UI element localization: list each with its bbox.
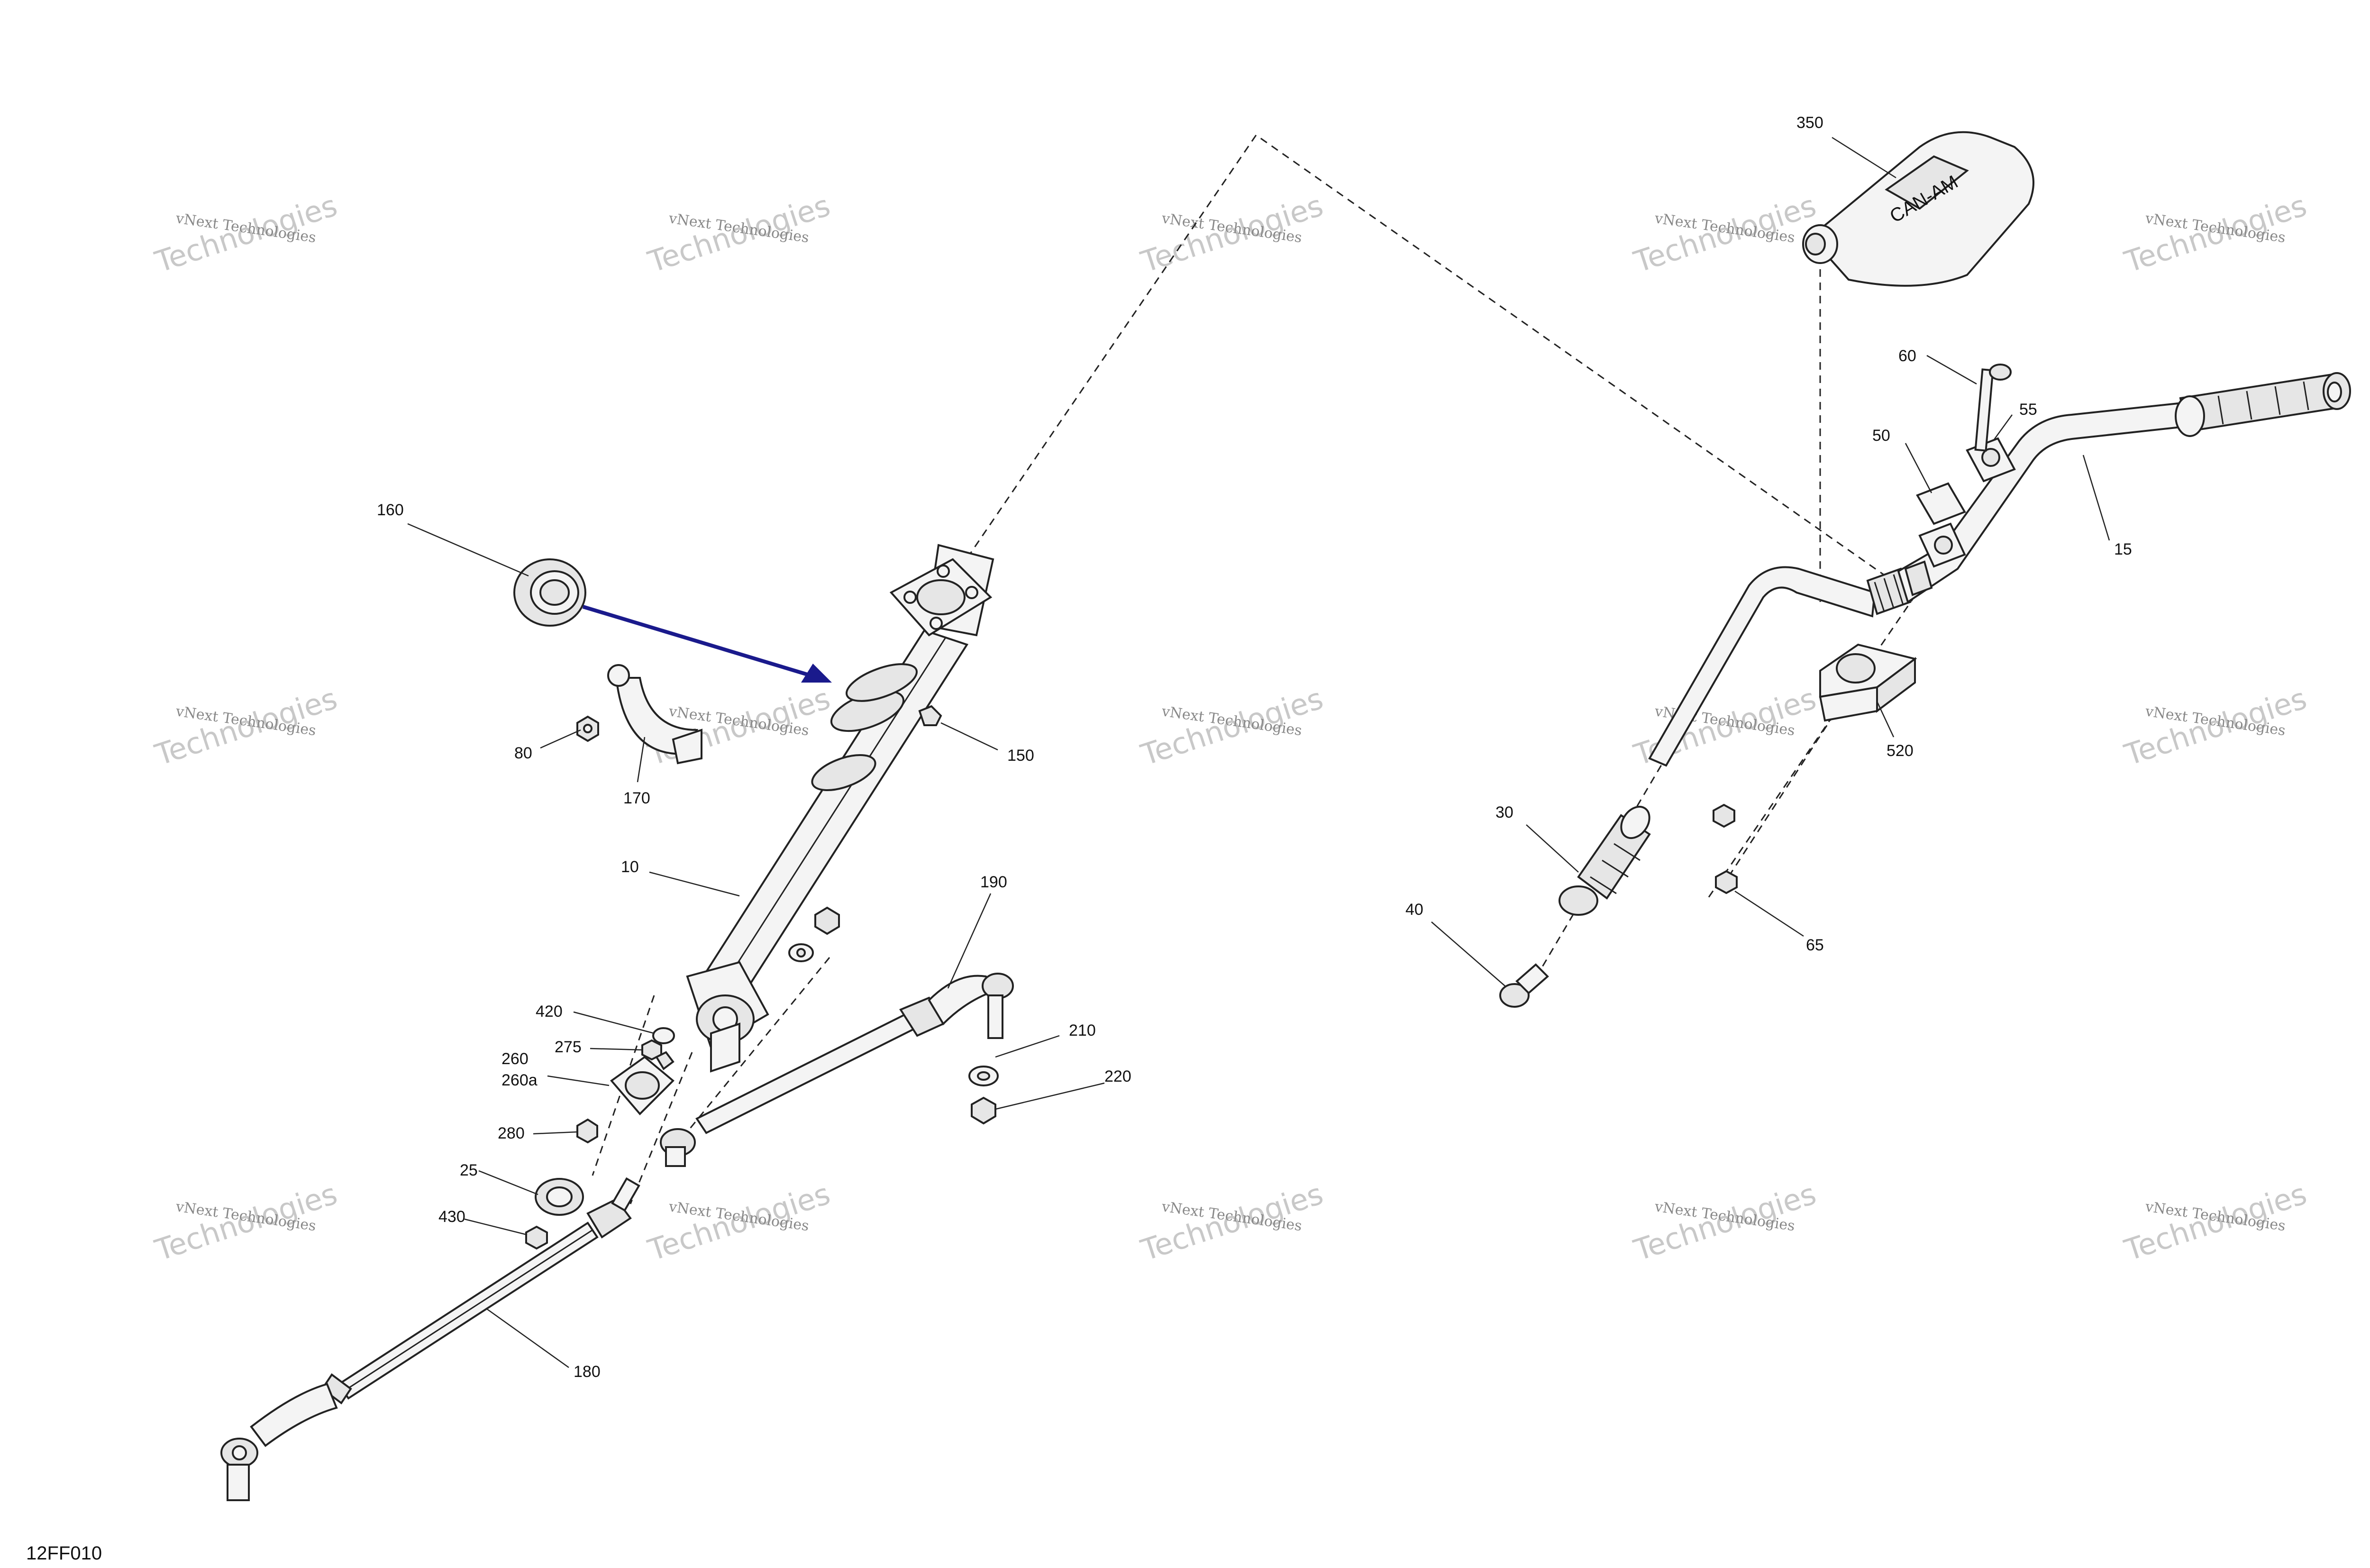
clamp-170: [607, 664, 702, 765]
callout-160: 160: [377, 501, 404, 519]
callout-350: 350: [1796, 114, 1823, 132]
callout-15: 15: [2114, 540, 2132, 558]
bushing-25: [535, 1178, 584, 1216]
callout-80: 80: [514, 744, 532, 762]
bolt-60: [1974, 364, 2012, 452]
callout-420: 420: [536, 1003, 563, 1021]
riser-clamp-520: [1819, 643, 1917, 722]
plate-260: [610, 1051, 675, 1115]
upper-clamp-50: [1904, 482, 1966, 596]
nut-220: [971, 1096, 996, 1125]
washer-210: [968, 1066, 999, 1086]
handlebar-pad-350: CAN-AM: [1802, 131, 2034, 287]
callout-170: 170: [623, 789, 650, 807]
callout-65: 65: [1806, 936, 1824, 954]
callout-50: 50: [1872, 427, 1890, 445]
callout-260a: 260a: [501, 1071, 538, 1089]
bolt-280: [576, 1118, 598, 1144]
callout-40: 40: [1405, 901, 1423, 919]
washer-420: [652, 1027, 675, 1044]
callout-275: 275: [555, 1038, 582, 1056]
callout-220: 220: [1104, 1067, 1131, 1085]
bearing-160: [513, 558, 586, 627]
steering-column: [686, 544, 994, 1073]
leader-lines: [407, 137, 2110, 1368]
callout-210: 210: [1069, 1021, 1096, 1039]
nut-430: [525, 1225, 548, 1250]
bar-end-40: [1499, 963, 1549, 1008]
tie-rod-180: [220, 1177, 640, 1501]
callout-280: 280: [498, 1124, 525, 1142]
callout-60: 60: [1898, 347, 1916, 365]
callout-150: 150: [1007, 747, 1034, 765]
callout-430: 430: [438, 1208, 465, 1226]
hardware-stack-upper: [788, 906, 840, 962]
tie-rod-190: [660, 973, 1014, 1167]
callout-260: 260: [501, 1050, 529, 1068]
drawing-reference: 12FF010: [26, 1543, 102, 1564]
callout-30: 30: [1495, 803, 1513, 821]
callout-10: 10: [621, 858, 639, 876]
install-arrow-icon: [582, 605, 832, 683]
nut-65-upper: [1713, 803, 1735, 828]
callout-190: 190: [980, 873, 1007, 891]
callout-520: 520: [1887, 742, 1914, 760]
grip-30: [1559, 805, 1651, 916]
nut-80: [576, 715, 599, 742]
callout-labels: 160 80 170 150 10 190 420 275 260 260a 2…: [377, 114, 2132, 1381]
nut-65-lower: [1715, 870, 1738, 894]
bolt-150: [918, 705, 942, 726]
callout-180: 180: [574, 1363, 601, 1381]
callout-25: 25: [460, 1161, 478, 1179]
callout-55: 55: [2019, 401, 2037, 419]
